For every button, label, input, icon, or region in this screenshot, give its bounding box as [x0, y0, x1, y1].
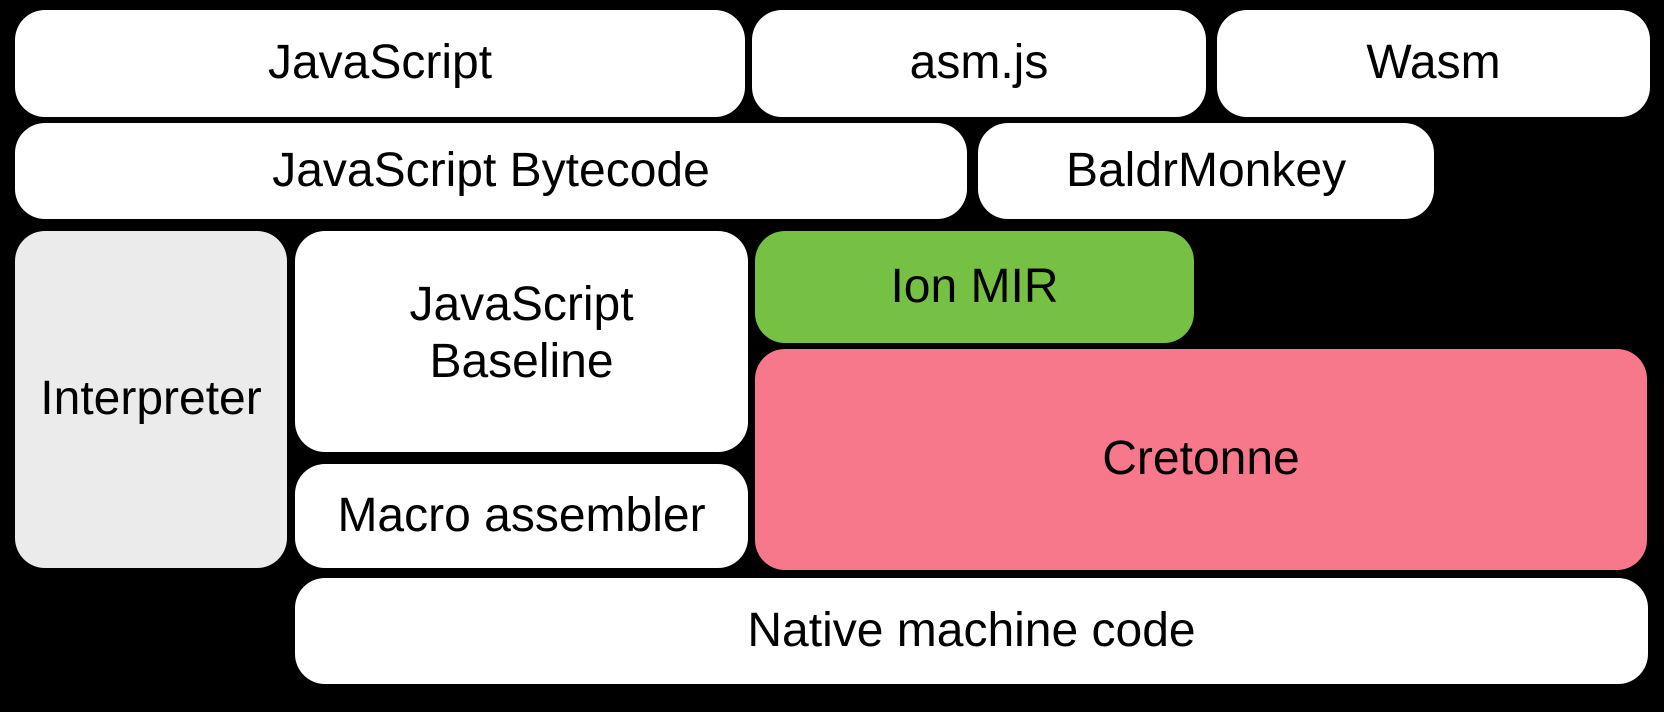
- box-wasm-label: Wasm: [1366, 36, 1501, 90]
- box-baldrmonkey: BaldrMonkey: [978, 123, 1434, 219]
- box-javascript: JavaScript: [15, 10, 745, 117]
- box-ion-mir-label: Ion MIR: [890, 259, 1059, 313]
- box-interpreter-label: Interpreter: [40, 372, 262, 426]
- box-interpreter: Interpreter: [15, 231, 287, 568]
- box-wasm: Wasm: [1217, 10, 1650, 117]
- box-javascript-bytecode: JavaScript Bytecode: [15, 123, 967, 219]
- box-cretonne-label: Cretonne: [1102, 432, 1300, 486]
- box-javascript-bytecode-label: JavaScript Bytecode: [272, 143, 710, 197]
- box-asm-js: asm.js: [752, 10, 1206, 117]
- box-cretonne: Cretonne: [755, 349, 1647, 570]
- box-javascript-baseline-label: JavaScript Baseline: [409, 277, 634, 388]
- box-javascript-baseline: JavaScript Baseline: [295, 231, 748, 452]
- box-macro-assembler-label: Macro assembler: [337, 488, 706, 542]
- box-native-machine-code-label: Native machine code: [747, 603, 1196, 657]
- box-asm-js-label: asm.js: [909, 36, 1049, 90]
- box-ion-mir: Ion MIR: [755, 231, 1194, 343]
- box-javascript-label: JavaScript: [267, 36, 493, 90]
- box-macro-assembler: Macro assembler: [295, 464, 748, 568]
- box-native-machine-code: Native machine code: [295, 578, 1648, 684]
- box-baldrmonkey-label: BaldrMonkey: [1065, 143, 1347, 197]
